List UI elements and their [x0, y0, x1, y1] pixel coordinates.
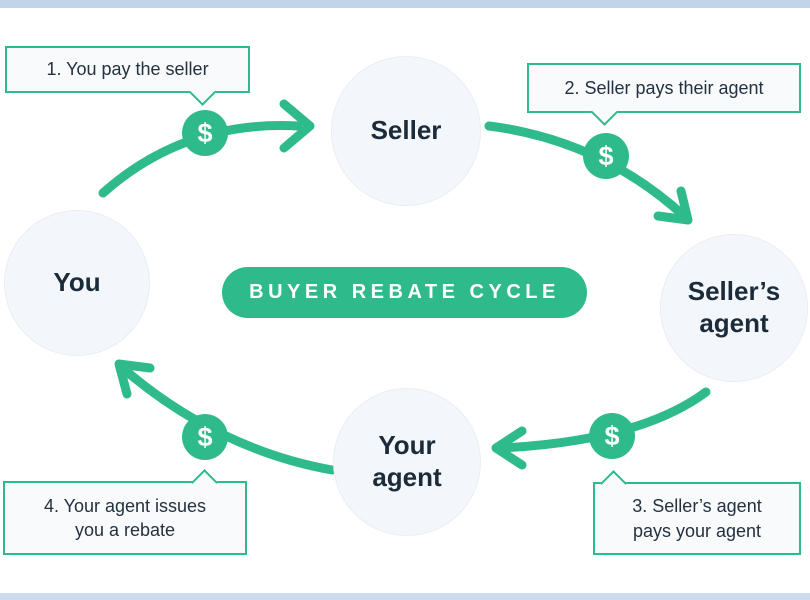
callout-step-2: 2. Seller pays their agent [527, 63, 801, 126]
dollar-symbol: $ [197, 421, 213, 452]
arrowhead-you-to-seller [279, 99, 315, 153]
arrowhead-sellers-agent-to-your-agent [491, 426, 527, 470]
callout-step-4: 4. Your agent issues you a rebate [3, 468, 247, 555]
dollar-icon: $ [583, 133, 629, 179]
node-you-label: You [53, 267, 101, 298]
node-sellers-agent-label: Seller’s agent [687, 276, 781, 338]
callout-step-3-text: 3. Seller’s agent pays your agent [632, 496, 762, 541]
dollar-icon: $ [182, 110, 228, 156]
dollar-symbol: $ [598, 140, 614, 171]
node-your-agent: Your agent [333, 388, 481, 536]
cycle-title-label: BUYER REBATE CYCLE [249, 281, 560, 303]
callout-step-1-text: 1. You pay the seller [46, 59, 209, 80]
arrowhead-your-agent-to-you [114, 359, 155, 399]
callout-step-3: 3. Seller’s agent pays your agent [593, 469, 801, 555]
node-seller-label: Seller [370, 115, 442, 146]
top-border-bar [0, 0, 810, 8]
node-your-agent-label: Your agent [372, 430, 442, 492]
cycle-title-pill: BUYER REBATE CYCLE [222, 267, 587, 318]
callout-step-4-text: 4. Your agent issues you a rebate [43, 495, 207, 540]
dollar-icon: $ [589, 413, 635, 459]
bottom-border-bar [0, 593, 810, 600]
dollar-symbol: $ [604, 420, 620, 451]
dollar-symbol: $ [197, 117, 213, 148]
node-seller: Seller [331, 56, 481, 206]
callout-step-1: 1. You pay the seller [5, 46, 250, 106]
arrow-seller-to-sellers-agent [484, 121, 688, 220]
callout-step-2-text: 2. Seller pays their agent [564, 77, 764, 98]
arrowhead-seller-to-sellers-agent [653, 186, 693, 225]
node-you: You [4, 210, 150, 356]
node-sellers-agent: Seller’s agent [660, 234, 808, 382]
arrow-your-agent-to-you [121, 366, 337, 475]
dollar-icon: $ [182, 414, 228, 460]
